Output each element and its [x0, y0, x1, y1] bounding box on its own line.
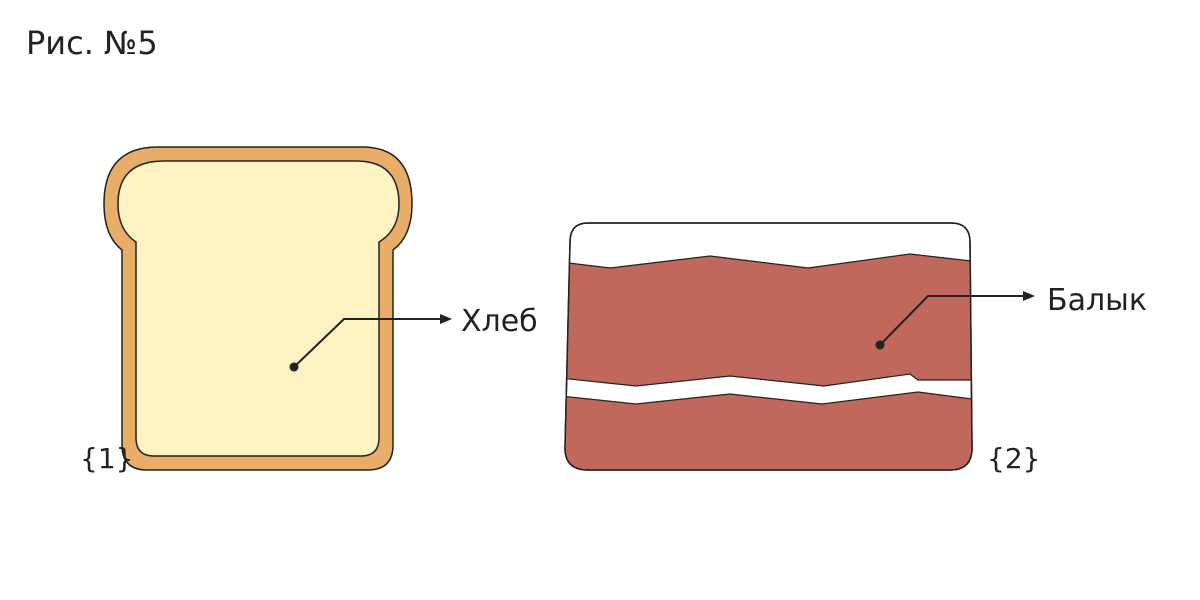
- balyk-outline: [564, 222, 973, 471]
- balyk-meat-upper: [565, 253, 972, 387]
- balyk-slice: [564, 222, 973, 471]
- bread-leader-line: [293, 318, 442, 368]
- bread-leader-arrowhead: [440, 314, 452, 324]
- bread-label: Хлеб: [461, 304, 538, 339]
- bread-leader: [289, 314, 452, 372]
- bread-crumb: [117, 160, 400, 457]
- figure-title: Рис. №5: [26, 24, 158, 62]
- bread-slice: [103, 146, 413, 471]
- balyk-index: {2}: [987, 442, 1040, 475]
- balyk-label: Балык: [1047, 283, 1147, 318]
- balyk-leader-line: [879, 295, 1025, 346]
- bread-index: {1}: [80, 442, 133, 475]
- balyk-leader: [875, 291, 1035, 350]
- balyk-meat-lower: [565, 391, 972, 470]
- balyk-leader-arrowhead: [1023, 291, 1035, 301]
